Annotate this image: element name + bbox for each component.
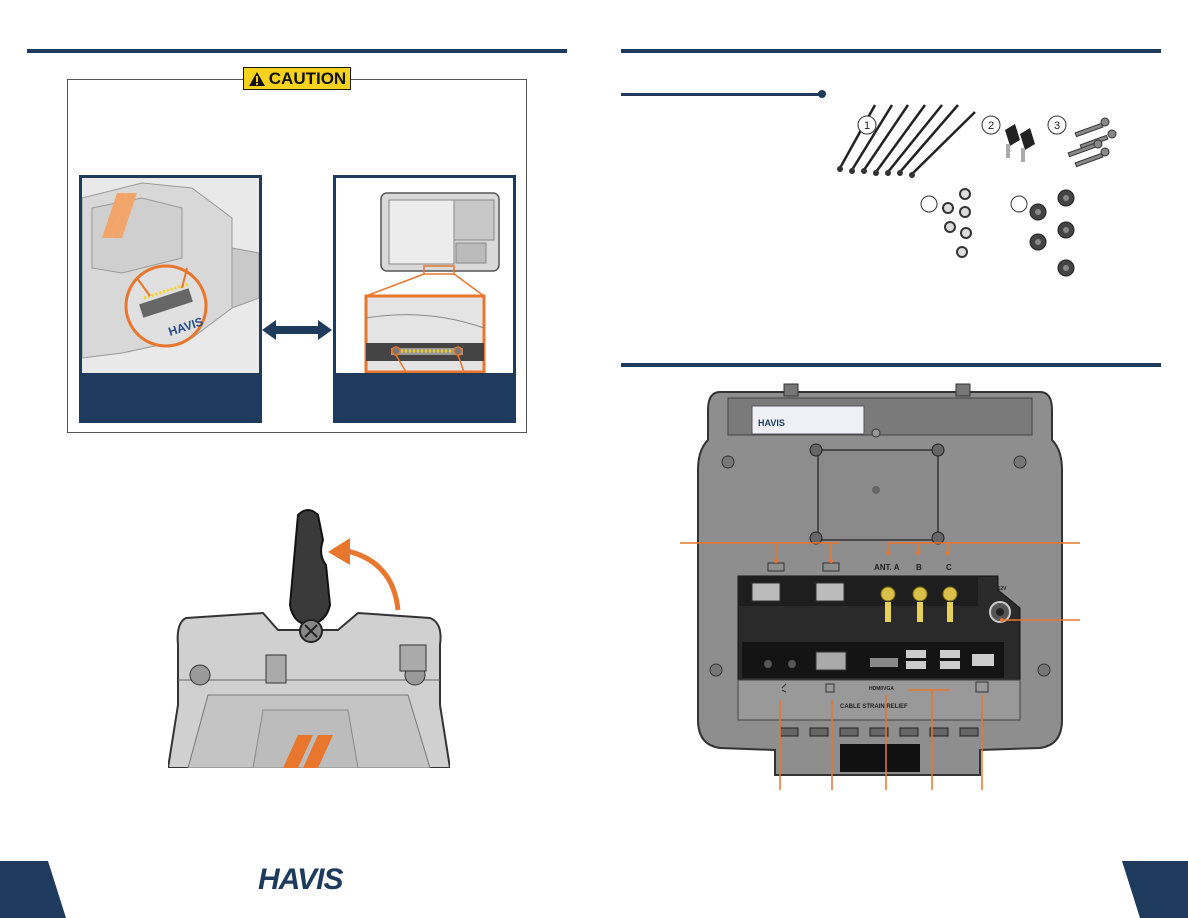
caution-badge: CAUTION [243, 67, 351, 90]
dock-sticker-logo: HAVIS [758, 418, 785, 428]
left-page-tab [0, 861, 66, 918]
dock-panel-caption-bar [82, 373, 259, 420]
dock-connector-panel: HAVIS [79, 175, 262, 423]
cable-strain-relief-label: CABLE STRAIN RELIEF [840, 704, 908, 710]
dock-back-illustration: HAVIS ANT. A B C DCIN 12V HDMI/VGA CABLE… [680, 383, 1080, 790]
part-callout-1: 1 [864, 120, 870, 132]
antenna-b-label: B [916, 563, 922, 572]
dock-lever-illustration [168, 509, 450, 768]
part-callout-3: 3 [1054, 120, 1060, 132]
dock-connector-illustration: HAVIS [82, 178, 259, 373]
tablet-connector-panel [333, 175, 516, 423]
caution-label: CAUTION [268, 68, 347, 88]
double-arrow-icon [262, 320, 332, 340]
right-page-tab [1122, 861, 1188, 918]
parts-illustration: 1 2 3 [837, 104, 1117, 277]
warning-icon [248, 71, 265, 86]
parts-subheader-dot [818, 90, 826, 98]
tablet-panel-caption-bar [336, 373, 513, 420]
right-header-rule [621, 49, 1161, 53]
left-header-rule [27, 49, 567, 53]
parts-subheader-rule [621, 93, 821, 96]
dock-header-rule [621, 363, 1161, 367]
antenna-a-label: ANT. A [874, 563, 900, 572]
antenna-c-label: C [946, 563, 952, 572]
part-callout-2: 2 [988, 120, 994, 132]
havis-logo: HAVIS [258, 863, 343, 896]
tablet-connector-illustration [364, 192, 500, 373]
hdmi-label: HDMI/VGA [869, 686, 894, 692]
